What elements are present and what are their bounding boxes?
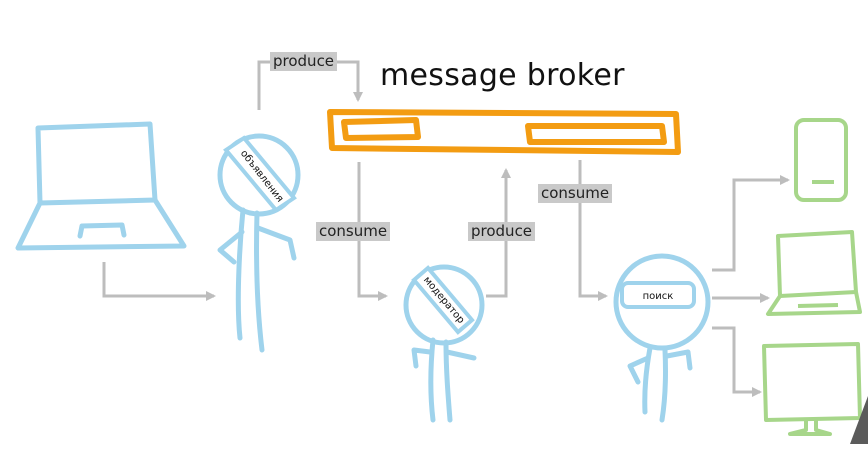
diagram-title: message broker <box>380 58 625 93</box>
arrow-broker-to-search <box>578 160 608 301</box>
message-broker-queue <box>327 109 681 155</box>
arrow-broker-to-moderator <box>357 162 388 301</box>
search-label: поиск <box>643 291 674 302</box>
phone-icon <box>794 118 848 202</box>
laptop-icon <box>15 121 187 251</box>
ads-band: объявления <box>223 135 297 213</box>
consume-label-left: consume <box>316 222 391 241</box>
produce-label-top: produce <box>270 52 338 71</box>
arrow-laptop-to-ads <box>102 262 216 301</box>
consume-label-right: consume <box>538 184 613 203</box>
arrow-search-to-phone <box>712 175 790 272</box>
arrow-moderator-to-broker <box>486 168 511 298</box>
moderator-actor <box>403 264 485 423</box>
ads-actor <box>217 133 301 353</box>
corner-decoration <box>850 396 868 444</box>
moderator-band: модератор <box>411 265 475 335</box>
moderator-label: модератор <box>421 275 466 326</box>
search-actor <box>613 253 711 423</box>
produce-label-mid: produce <box>468 222 536 241</box>
laptop-device-icon <box>766 230 862 316</box>
arrow-search-to-monitor <box>712 326 762 397</box>
search-band: поиск <box>620 281 696 309</box>
monitor-icon <box>762 342 862 436</box>
